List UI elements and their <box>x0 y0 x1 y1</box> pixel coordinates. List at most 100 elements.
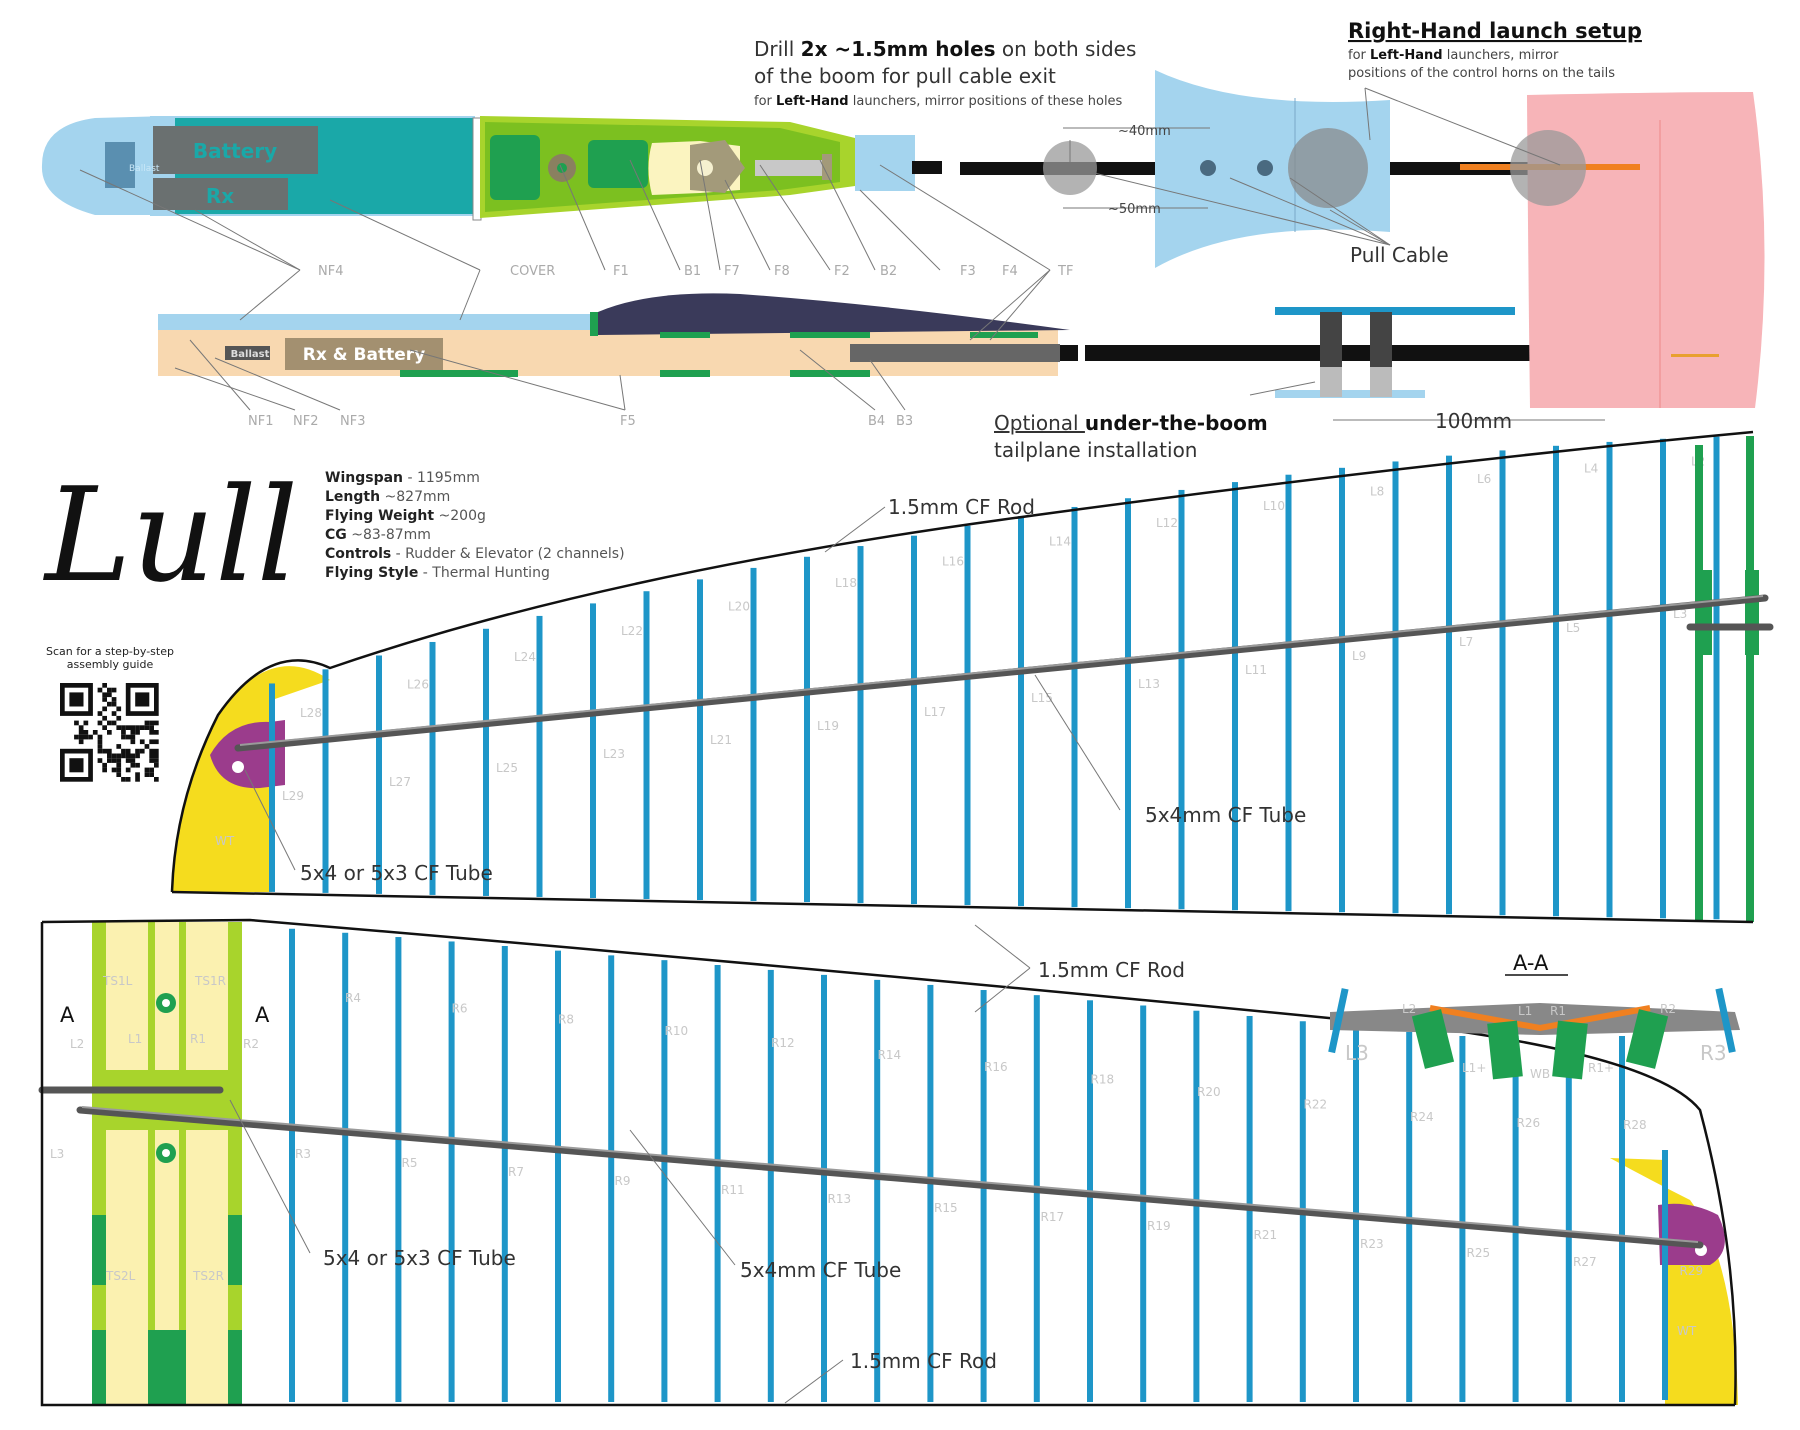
right-rib <box>342 932 349 1402</box>
center-label-l2: L2 <box>70 1037 84 1051</box>
left-rib <box>911 535 917 905</box>
right-wing-main-tube-label: 5x4mm CF Tube <box>740 1258 901 1282</box>
left-rib <box>483 628 489 896</box>
left-rib-label: L5 <box>1566 621 1580 635</box>
left-rib <box>750 567 757 902</box>
left-rib-label: L9 <box>1352 649 1366 663</box>
right-rib-label: R8 <box>558 1013 574 1027</box>
left-rib <box>1125 498 1131 909</box>
center-label-r2: R2 <box>243 1037 259 1051</box>
part-f1: F1 <box>613 264 629 279</box>
section-label-l1plus: L1+ <box>1462 1061 1486 1075</box>
left-rib-label: L24 <box>514 650 536 664</box>
left-rib-label: L10 <box>1263 499 1285 513</box>
ballast-label-top: Ballast <box>129 164 160 174</box>
right-rib <box>1140 1005 1147 1402</box>
left-rib <box>1553 445 1559 917</box>
right-rib <box>1459 1036 1466 1402</box>
right-rib <box>1512 1036 1519 1402</box>
left-rib <box>964 525 971 906</box>
rx-label: Rx <box>206 184 234 208</box>
left-rib <box>1232 482 1238 911</box>
right-rib-label: R27 <box>1573 1255 1597 1269</box>
right-rib-label: R7 <box>508 1165 524 1179</box>
center-label-l3: L3 <box>50 1147 64 1161</box>
left-rib <box>1499 450 1506 916</box>
right-rib <box>395 937 402 1402</box>
part-cover: COVER <box>510 264 555 279</box>
spec-flying-style: Flying Style - Thermal Hunting <box>325 565 550 581</box>
left-rib-label: L21 <box>710 733 732 747</box>
left-rib <box>1285 474 1292 912</box>
dim-50mm: ~50mm <box>1108 202 1161 217</box>
left-rib-label: L3 <box>1673 607 1687 621</box>
fuselage-side-view: Ballast Rx & Battery <box>158 293 1605 398</box>
right-rib-label: R4 <box>345 991 361 1005</box>
part-f5: F5 <box>620 414 636 429</box>
rh-launch-note-1: for Left-Hand launchers, mirror <box>1348 48 1559 63</box>
drill-callout-line1: Drill 2x ~1.5mm holes on both sides <box>754 37 1136 61</box>
part-b3: B3 <box>896 414 913 429</box>
part-f8: F8 <box>774 264 790 279</box>
left-wing: L28L26L24L22L20L18L16L14L12L10L8L6L4L2L1… <box>170 0 1800 924</box>
section-label-wb: WB <box>1530 1067 1550 1081</box>
left-rib <box>857 546 864 904</box>
left-rib <box>269 683 275 892</box>
left-rib-label: L13 <box>1138 677 1160 691</box>
right-rib-label: R3 <box>295 1147 311 1161</box>
part-nf4: NF4 <box>318 264 343 279</box>
right-rib-label: R10 <box>665 1024 689 1038</box>
right-rib <box>767 969 774 1402</box>
right-rib-label: R16 <box>984 1060 1008 1074</box>
part-nf3: NF3 <box>340 414 365 429</box>
section-label-r3: R3 <box>1700 1041 1727 1065</box>
pull-cable-label: Pull Cable <box>1350 243 1449 267</box>
left-rib <box>322 669 329 893</box>
right-rib-label: R15 <box>934 1201 958 1215</box>
part-f7: F7 <box>724 264 740 279</box>
optional-under-boom-line2: tailplane installation <box>994 438 1198 462</box>
right-rib <box>1565 1036 1572 1402</box>
spec-flying-weight: Flying Weight ~200g <box>325 508 486 524</box>
left-wingtip-label: WT <box>215 834 235 848</box>
left-rib <box>1018 516 1024 907</box>
lull-logo: Lull <box>43 459 298 611</box>
drill-callout-line2: of the boom for pull cable exit <box>754 64 1056 88</box>
right-rib-label: R14 <box>878 1048 902 1062</box>
left-rib-label: L16 <box>942 554 964 568</box>
tail-top-view <box>1043 70 1765 408</box>
right-wingtip-label: WT <box>1677 1324 1697 1338</box>
right-rib <box>661 960 668 1402</box>
right-rib-label: R22 <box>1304 1097 1328 1111</box>
center-label-r1: R1 <box>190 1032 206 1046</box>
dim-100mm: 100mm <box>1435 409 1512 433</box>
part-tf: TF <box>1057 264 1073 279</box>
rh-launch-title: Right-Hand launch setup <box>1348 19 1642 43</box>
section-a-a <box>1328 974 1740 1080</box>
left-rib-label: L6 <box>1477 472 1491 486</box>
left-rib-label: L11 <box>1245 663 1267 677</box>
left-rib-label: L14 <box>1049 534 1071 548</box>
part-f2: F2 <box>834 264 850 279</box>
battery-label: Battery <box>193 139 277 163</box>
qr-caption[interactable]: Scan for a step-by-step assembly guide <box>46 645 174 671</box>
left-rib <box>643 591 650 900</box>
left-rib-label: L1 <box>1798 0 1800 3</box>
left-rib-label: L26 <box>407 677 429 691</box>
callouts: Drill 2x ~1.5mm holes on both sides of t… <box>60 19 1642 1373</box>
right-rib <box>501 946 508 1402</box>
left-rib-label: L18 <box>835 576 857 590</box>
center-label-ts2l: TS2L <box>105 1269 136 1283</box>
left-rib-label: L25 <box>496 761 518 775</box>
right-rib-label: R25 <box>1467 1246 1491 1260</box>
left-rib-label: L8 <box>1370 484 1384 498</box>
left-rib-label: L28 <box>300 706 322 720</box>
left-wing-tip-tube-label: 5x4 or 5x3 CF Tube <box>300 861 493 885</box>
right-rib-label: R26 <box>1517 1116 1541 1130</box>
optional-under-boom-line1: Optional under-the-boom <box>994 411 1268 435</box>
section-mark-a-right: A <box>255 1003 270 1027</box>
right-rib <box>821 974 827 1402</box>
left-rib-label: L23 <box>603 747 625 761</box>
